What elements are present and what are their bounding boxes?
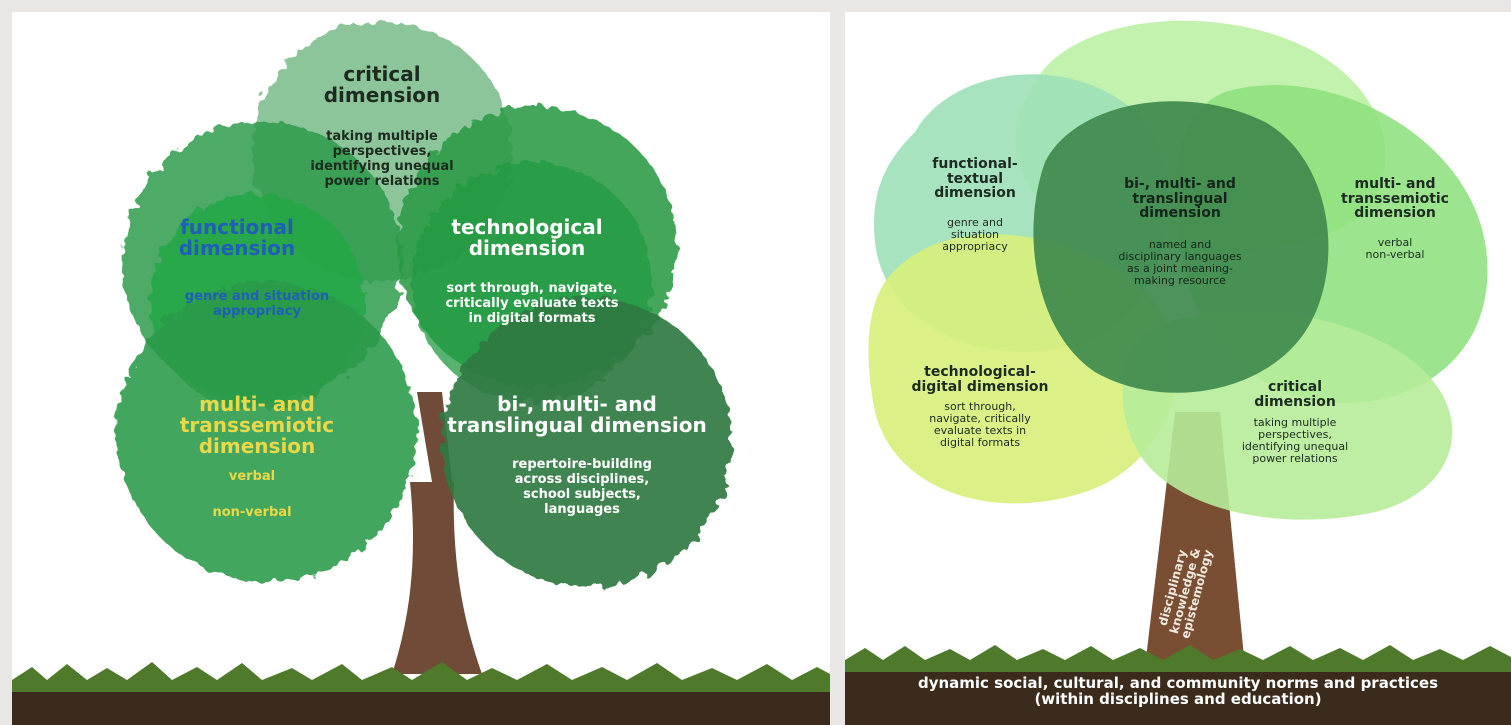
right-multi-body: verbal non-verbal	[1335, 236, 1455, 262]
left-grass	[12, 662, 830, 692]
right-technological-body-line: navigate, critically	[929, 412, 1031, 426]
right-critical-body: taking multiple perspectives, identifyin…	[1215, 416, 1375, 466]
right-critical-body-line: power relations	[1252, 452, 1338, 466]
left-bilingual-title: bi-, multi- and translingual dimension	[442, 394, 712, 436]
left-functional-title: functional dimension	[162, 217, 312, 259]
right-ground-label: dynamic social, cultural, and community …	[845, 674, 1511, 708]
left-functional-body-line: appropriacy	[213, 303, 301, 319]
left-critical-title-line: critical	[343, 62, 421, 86]
right-tree-graphic	[845, 20, 1511, 725]
right-bilingual-body: named and disciplinary languages as a jo…	[1080, 238, 1280, 288]
left-leaf-bilingual	[442, 297, 732, 587]
left-functional-body: genre and situation appropriacy	[162, 289, 352, 320]
right-functional-body: genre and situation appropriacy	[920, 216, 1030, 254]
right-technological-title: technological- digital dimension	[900, 365, 1060, 394]
left-critical-title-line: dimension	[323, 83, 441, 107]
right-critical-title-line: dimension	[1254, 393, 1336, 410]
right-ground-label-line: (within disciplines and education)	[1034, 689, 1322, 708]
left-critical-body-line: perspectives,	[332, 143, 432, 159]
left-trunk	[392, 482, 482, 674]
left-functional-title-line: dimension	[178, 236, 296, 260]
left-tree-panel: critical dimension taking multiple persp…	[12, 12, 830, 725]
right-bilingual-body-line: disciplinary languages	[1118, 250, 1242, 264]
right-multi-title: multi- and transsemiotic dimension	[1315, 177, 1475, 221]
right-ground-label-line: dynamic social, cultural, and community …	[917, 674, 1439, 692]
left-multi-title-line: transsemiotic	[179, 413, 335, 437]
left-technological-body-line: in digital formats	[468, 310, 596, 326]
left-multi-title: multi- and transsemiotic dimension	[167, 394, 347, 457]
right-critical-body-line: perspectives,	[1258, 428, 1332, 442]
right-functional-title: functional- textual dimension	[910, 157, 1040, 201]
left-tree-graphic	[12, 22, 830, 725]
right-critical-body-line: identifying unequal	[1241, 440, 1349, 454]
right-bilingual-title-line: dimension	[1139, 205, 1221, 222]
right-blob-center	[1033, 101, 1329, 393]
right-multi-body-line: verbal	[1377, 236, 1413, 249]
right-tree-panel: functional- textual dimension genre and …	[845, 12, 1511, 725]
right-functional-title-line: functional-	[932, 156, 1018, 172]
left-critical-body-line: identifying unequal	[310, 158, 454, 174]
right-functional-title-line: textual	[946, 170, 1004, 187]
left-multi-title-line: multi- and	[199, 392, 315, 416]
left-multi-body-1: verbal	[228, 469, 276, 484]
right-technological-body-line: sort through,	[944, 400, 1016, 413]
left-bilingual-body-line: school subjects,	[523, 486, 641, 502]
left-bilingual-body-line: across disciplines,	[514, 471, 650, 487]
left-leaf-multi	[117, 282, 417, 582]
left-multi-title-line: dimension	[198, 434, 316, 458]
left-technological-title-line: technological	[451, 215, 603, 239]
left-technological-body-line: critically evaluate texts	[445, 295, 619, 311]
left-bilingual-body-line: repertoire-building	[512, 457, 652, 472]
left-bilingual-body: repertoire-building across disciplines, …	[482, 457, 682, 518]
left-technological-body-line: sort through, navigate,	[446, 281, 618, 296]
right-multi-title-line: transsemiotic	[1341, 190, 1449, 207]
left-technological-title: technological dimension	[437, 217, 617, 259]
right-functional-body-line: situation	[951, 228, 999, 242]
left-technological-title-line: dimension	[468, 236, 586, 260]
left-technological-body: sort through, navigate, critically evalu…	[422, 281, 642, 327]
right-functional-title-line: dimension	[934, 185, 1016, 202]
left-functional-title-line: functional	[180, 215, 294, 239]
right-critical-title-line: critical	[1267, 379, 1323, 395]
right-critical-body-line: taking multiple	[1253, 416, 1337, 429]
right-technological-title-line: technological-	[924, 364, 1036, 380]
right-grass	[845, 645, 1511, 672]
right-technological-body-line: evaluate texts in	[933, 424, 1027, 438]
left-critical-body: taking multiple perspectives, identifyin…	[282, 129, 482, 190]
right-critical-title: critical dimension	[1220, 380, 1370, 409]
left-bilingual-body-line: languages	[544, 501, 620, 517]
left-critical-body-line: taking multiple	[326, 129, 438, 144]
right-bilingual-title: bi-, multi- and translingual dimension	[1090, 177, 1270, 221]
left-functional-body-line: genre and situation	[184, 289, 330, 304]
right-technological-body-line: digital formats	[939, 436, 1021, 450]
right-technological-body: sort through, navigate, critically evalu…	[910, 400, 1050, 450]
left-multi-body-2: non-verbal	[212, 505, 292, 520]
right-bilingual-body-line: named and	[1148, 238, 1212, 251]
right-multi-title-line: dimension	[1354, 205, 1436, 222]
left-critical-body-line: power relations	[324, 173, 440, 189]
right-functional-body-line: genre and	[947, 216, 1003, 229]
right-technological-title-line: digital dimension	[911, 378, 1049, 395]
right-bilingual-title-line: bi-, multi- and	[1124, 176, 1236, 192]
right-bilingual-title-line: translingual	[1132, 190, 1228, 207]
right-bilingual-body-line: making resource	[1134, 274, 1226, 288]
right-multi-title-line: multi- and	[1354, 176, 1436, 192]
left-bilingual-title-line: translingual dimension	[447, 413, 707, 437]
left-bilingual-title-line: bi-, multi- and	[497, 392, 657, 416]
right-functional-body-line: appropriacy	[942, 240, 1008, 254]
right-multi-body-line: non-verbal	[1365, 248, 1425, 262]
left-critical-title: critical dimension	[302, 64, 462, 106]
right-bilingual-body-line: as a joint meaning-	[1126, 262, 1233, 276]
